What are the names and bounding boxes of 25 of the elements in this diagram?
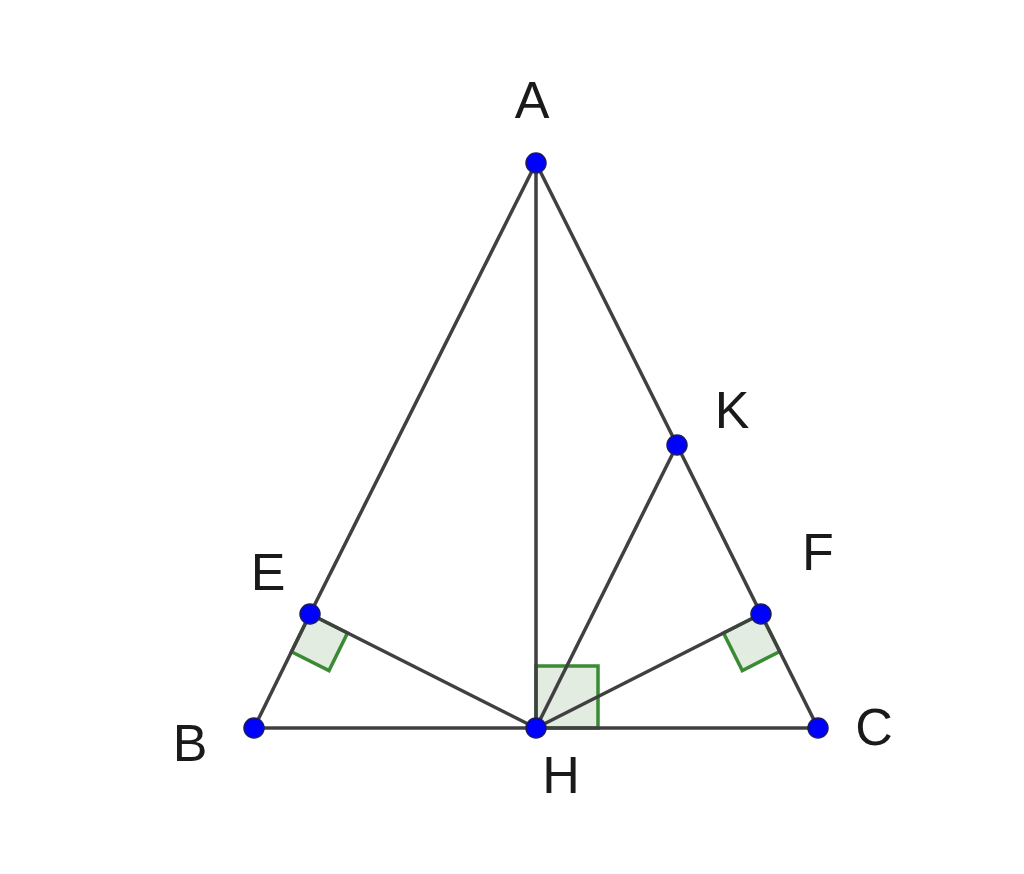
line-segment [256,622,308,720]
line-segment [312,171,534,606]
point-dot [750,603,772,625]
point-dot [525,717,547,739]
line-segment [318,616,528,726]
point-label: A [514,74,550,126]
point-label: B [172,717,208,769]
point-dot [807,717,829,739]
point-label: C [855,701,893,753]
point-dot [299,603,321,625]
point-dot [525,152,547,174]
point-label: E [250,546,286,598]
line-segment [679,453,759,606]
point-label: H [542,749,580,801]
line-segment [538,171,675,437]
point-dot [666,434,688,456]
line-segment [534,173,538,718]
line-segment [538,453,675,720]
point-label: K [714,384,750,436]
line-segment [763,622,816,720]
point-dot [243,717,265,739]
line-segment [546,726,808,730]
point-label: F [802,526,834,578]
line-segment [544,616,753,726]
line-segment [264,726,526,730]
